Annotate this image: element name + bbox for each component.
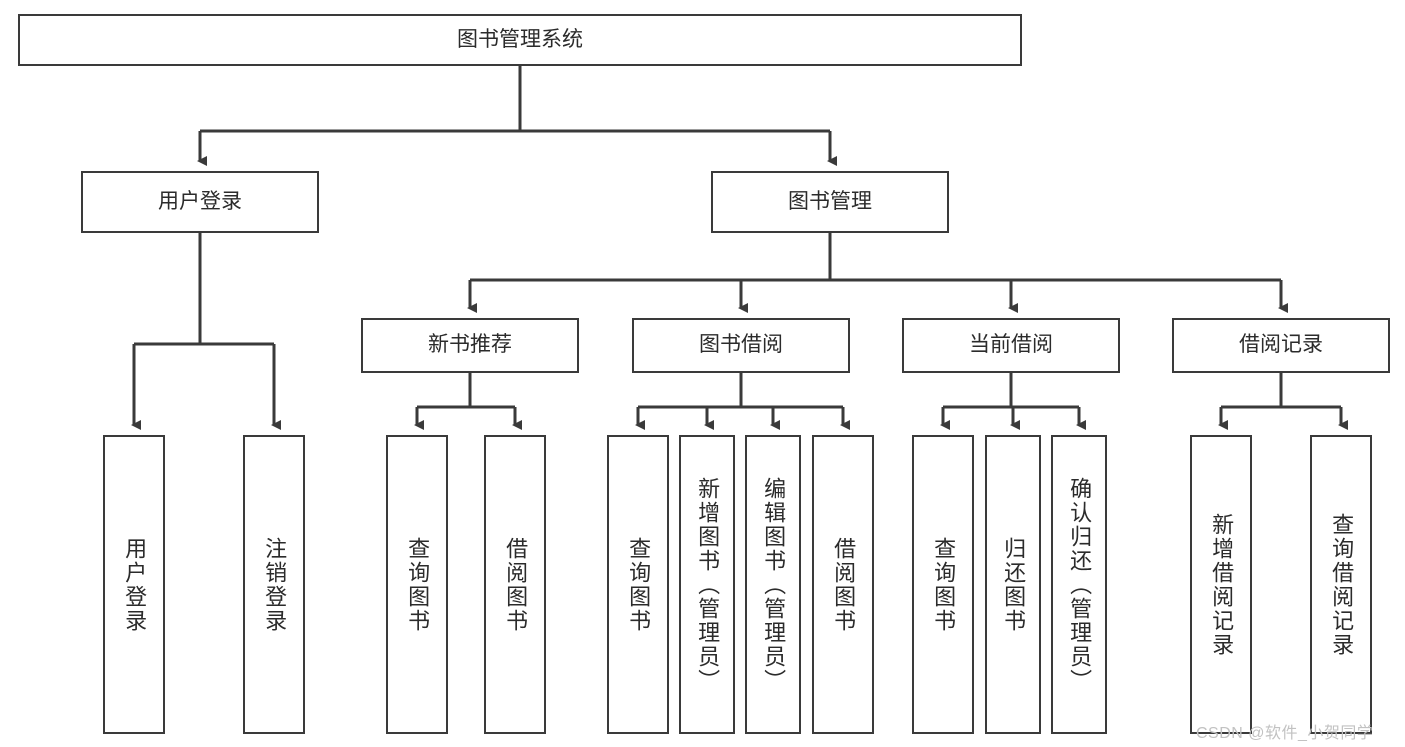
node-bookmgmt: 图书管理 bbox=[711, 171, 949, 233]
node-leaf-current-3: 确认归还（管理员） bbox=[1051, 435, 1107, 734]
node-label-leaf-current-3: 确认归还（管理员） bbox=[1067, 476, 1093, 693]
node-label-current: 当前借阅 bbox=[969, 333, 1053, 357]
node-newrec: 新书推荐 bbox=[361, 318, 579, 373]
node-label-leaf-current-1: 查询图书 bbox=[931, 536, 957, 633]
node-label-root: 图书管理系统 bbox=[457, 27, 583, 51]
node-label-leaf-newrec-2: 借阅图书 bbox=[503, 536, 529, 633]
node-label-bookmgmt: 图书管理 bbox=[788, 189, 872, 213]
node-label-login: 用户登录 bbox=[158, 189, 242, 213]
node-leaf-records-1: 新增借阅记录 bbox=[1190, 435, 1252, 734]
node-leaf-borrow-1: 查询图书 bbox=[607, 435, 669, 734]
node-leaf-records-2: 查询借阅记录 bbox=[1310, 435, 1372, 734]
node-label-leaf-borrow-4: 借阅图书 bbox=[831, 536, 857, 633]
node-leaf-current-1: 查询图书 bbox=[912, 435, 974, 734]
node-label-leaf-current-2: 归还图书 bbox=[1001, 536, 1027, 633]
node-login: 用户登录 bbox=[81, 171, 319, 233]
csdn-watermark: CSDN @软件_小贺同学 bbox=[1196, 725, 1374, 742]
node-leaf-login-1: 用户登录 bbox=[103, 435, 165, 734]
node-label-leaf-records-2: 查询借阅记录 bbox=[1329, 512, 1355, 657]
node-label-leaf-borrow-1: 查询图书 bbox=[626, 536, 652, 633]
node-label-leaf-borrow-2: 新增图书（管理员） bbox=[695, 476, 721, 693]
node-label-leaf-login-2: 注销登录 bbox=[262, 536, 288, 633]
node-label-leaf-records-1: 新增借阅记录 bbox=[1209, 512, 1235, 657]
node-leaf-borrow-2: 新增图书（管理员） bbox=[679, 435, 735, 734]
node-records: 借阅记录 bbox=[1172, 318, 1390, 373]
node-current: 当前借阅 bbox=[902, 318, 1120, 373]
node-leaf-current-2: 归还图书 bbox=[985, 435, 1041, 734]
node-leaf-borrow-4: 借阅图书 bbox=[812, 435, 874, 734]
node-leaf-login-2: 注销登录 bbox=[243, 435, 305, 734]
node-label-leaf-newrec-1: 查询图书 bbox=[405, 536, 431, 633]
node-label-leaf-borrow-3: 编辑图书（管理员） bbox=[761, 476, 787, 693]
node-label-leaf-login-1: 用户登录 bbox=[122, 536, 148, 633]
node-leaf-newrec-2: 借阅图书 bbox=[484, 435, 546, 734]
node-label-records: 借阅记录 bbox=[1239, 333, 1323, 357]
node-borrow: 图书借阅 bbox=[632, 318, 850, 373]
node-leaf-borrow-3: 编辑图书（管理员） bbox=[745, 435, 801, 734]
node-label-newrec: 新书推荐 bbox=[428, 333, 512, 357]
node-leaf-newrec-1: 查询图书 bbox=[386, 435, 448, 734]
node-root: 图书管理系统 bbox=[18, 14, 1022, 66]
node-label-borrow: 图书借阅 bbox=[699, 333, 783, 357]
